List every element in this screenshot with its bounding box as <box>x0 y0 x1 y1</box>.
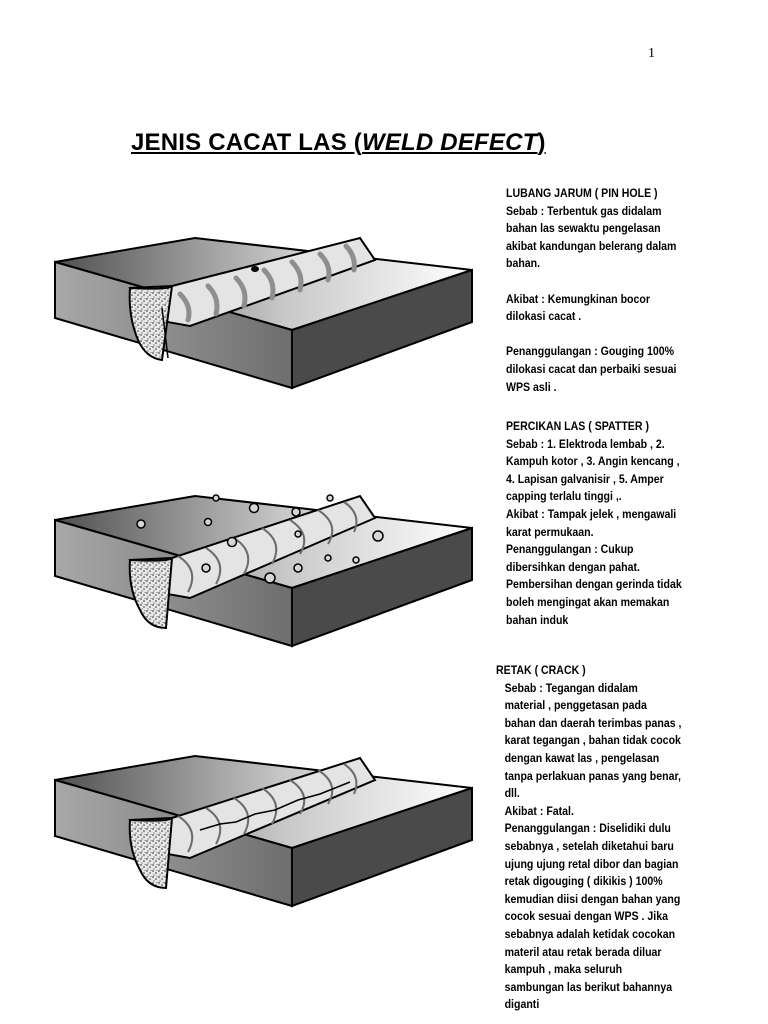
text-line: bahan dan daerah terimbas panas , <box>504 715 682 730</box>
page-title: JENIS CACAT LAS (WELD DEFECT) <box>131 129 546 157</box>
text-line: ujung ujung retal dibor dan bagian <box>504 856 679 871</box>
text-line: sambungan las berikut bahannya <box>504 979 673 994</box>
text-line: materil atau retak berada diluar <box>504 944 662 959</box>
spacer <box>506 273 676 291</box>
text-line: dengan kawat las , pengelasan <box>504 750 660 765</box>
title-prefix: JENIS CACAT LAS ( <box>131 129 362 156</box>
text-line: kampuh , maka seluruh <box>504 962 623 977</box>
text-line: Sebab : Tegangan didalam <box>504 680 638 695</box>
text-line: bahan induk <box>506 612 569 627</box>
text-line: boleh mengingat akan memakan <box>506 594 670 609</box>
text-line: retak digouging ( dikikis ) 100% <box>504 874 663 889</box>
section-heading: RETAK ( CRACK ) <box>496 663 586 677</box>
section-crack-body: Sebab : Tegangan didalam material , peng… <box>496 680 682 1014</box>
spacer <box>506 326 676 344</box>
text-line: sebabnya , setelah diketahui baru <box>504 838 674 853</box>
text-line: Sebab : 1. Elektroda lembab , 2. <box>506 436 665 451</box>
text-line: bahan. <box>506 256 541 271</box>
text-line: sebabnya adalah ketidak cocokan <box>504 926 676 941</box>
text-line: Sebab : Terbentuk gas didalam <box>506 203 662 218</box>
title-italic: WELD DEFECT <box>361 129 538 156</box>
text-line: karat tegangan , bahan tidak cocok <box>504 733 681 748</box>
section-heading: PERCIKAN LAS ( SPATTER ) <box>506 419 649 433</box>
title-suffix: ) <box>537 129 546 156</box>
text-line: Penanggulangan : Diselidiki dulu <box>504 821 671 836</box>
text-line: dll. <box>504 786 520 801</box>
section-spatter: PERCIKAN LAS ( SPATTER ) Sebab : 1. Elek… <box>506 418 682 629</box>
text-line: Penanggulangan : Gouging 100% <box>506 344 675 359</box>
text-line: Akibat : Tampak jelek , mengawali <box>506 506 677 521</box>
text-line: tanpa perlakuan panas yang benar, <box>504 768 681 783</box>
text-line: akibat kandungan belerang dalam <box>506 238 677 253</box>
section-pin-hole: LUBANG JARUM ( PIN HOLE ) Sebab : Terben… <box>506 185 676 396</box>
text-line: dibersihkan dengan pahat. <box>506 559 640 574</box>
text-line: kemudian diisi dengan bahan yang <box>504 891 681 906</box>
text-line: bahan las sewaktu pengelasan <box>506 221 661 236</box>
section-heading: LUBANG JARUM ( PIN HOLE ) <box>506 186 658 200</box>
text-line: material , penggetasan pada <box>504 698 647 713</box>
text-line: dilokasi cacat dan perbaiki sesuai <box>506 361 677 376</box>
text-line: 4. Lapisan galvanisir , 5. Amper <box>506 471 664 486</box>
text-line: dilokasi cacat . <box>506 309 582 324</box>
text-line: Kampuh kotor , 3. Angin kencang , <box>506 454 680 469</box>
text-line: WPS asli . <box>506 379 557 394</box>
text-line: capping terlalu tinggi ,. <box>506 489 622 504</box>
pin-hole-diagram-icon <box>54 236 473 390</box>
section-crack: RETAK ( CRACK ) Sebab : Tegangan didalam… <box>496 662 682 1014</box>
text-line: Pembersihan dengan gerinda tidak <box>506 577 682 592</box>
spatter-diagram-icon <box>54 494 473 648</box>
text-line: Akibat : Fatal. <box>504 803 574 818</box>
text-line: karat permukaan. <box>506 524 594 539</box>
text-line: diganti <box>504 997 540 1012</box>
crack-diagram-icon <box>54 754 473 908</box>
text-line: Penanggulangan : Cukup <box>506 542 634 557</box>
text-line: Akibat : Kemungkinan bocor <box>506 291 650 306</box>
page-number: 1 <box>648 46 655 61</box>
text-line: cocok sesuai dengan WPS . Jika <box>504 909 668 924</box>
